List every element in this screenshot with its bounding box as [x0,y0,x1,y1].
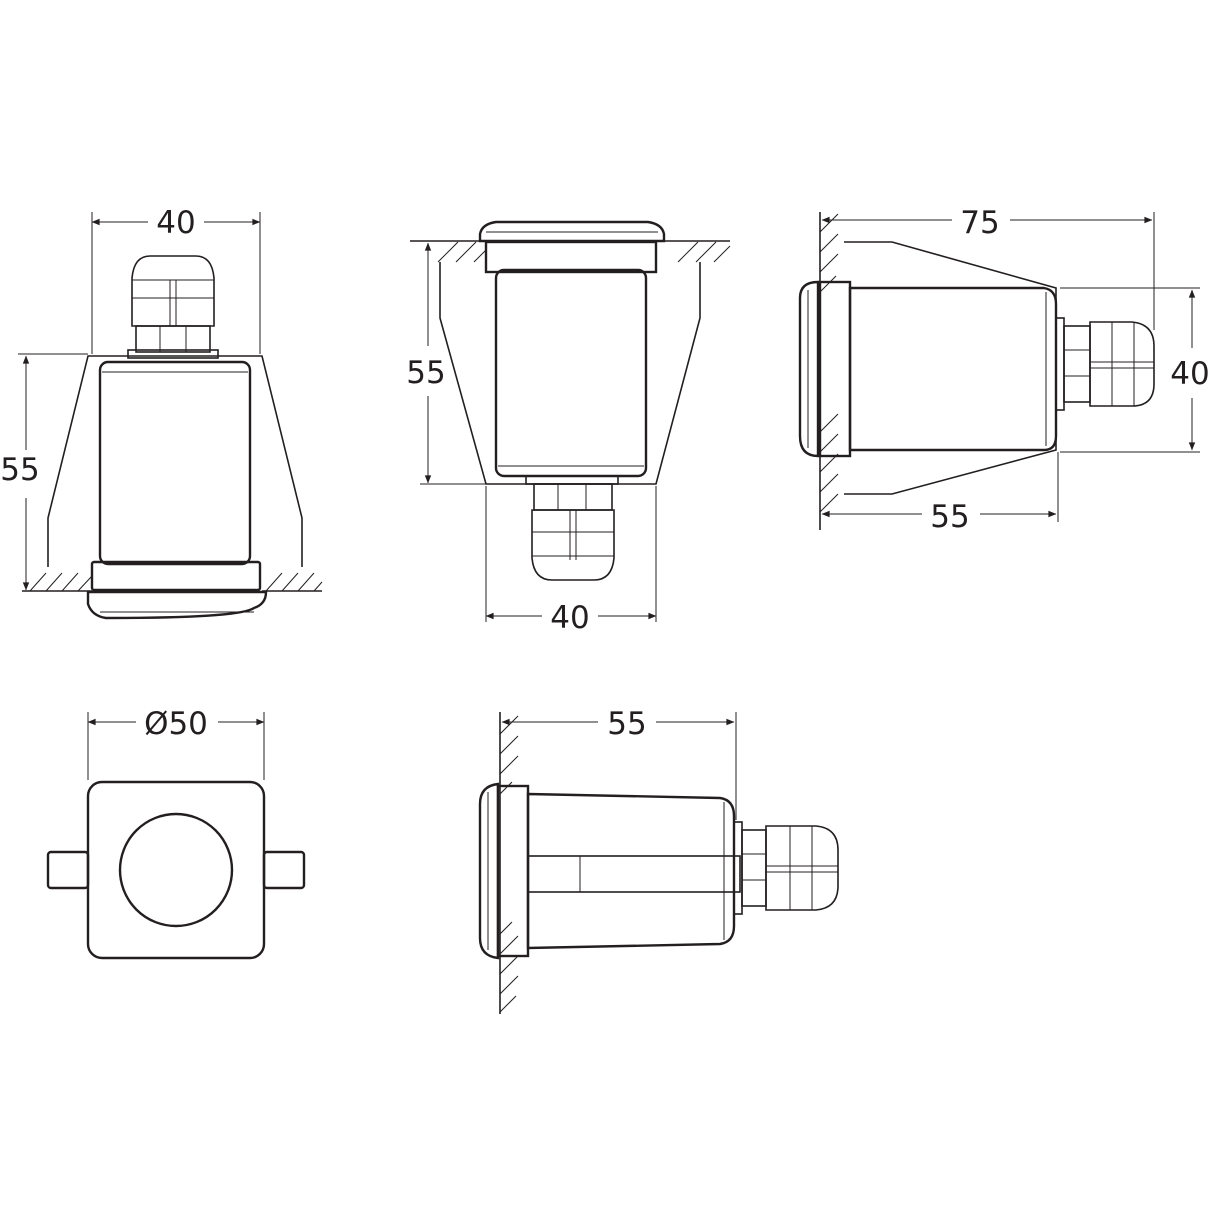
view-front-gland-up: 40 55 [0,205,323,620]
wall-hatch [499,712,519,1014]
depth-label: 55 [930,499,969,535]
bezel-square [86,780,266,960]
length-label: 75 [960,205,999,241]
cable-gland [733,821,839,915]
housing-collar [818,280,852,458]
housing-collar [90,560,262,592]
wall-hatch [819,212,839,530]
surface-hatch [410,240,731,263]
cable-gland [1055,317,1155,411]
diameter-label: Ø50 [144,706,208,742]
mounting-clip [844,241,1057,495]
view-front-gland-down: 55 40 [406,220,731,636]
bezel [478,220,666,243]
bezel [86,590,268,620]
lens [118,812,234,928]
clip-arm-right [262,850,306,890]
housing-body [494,268,648,478]
housing-body [526,792,736,950]
height-label: 55 [406,355,445,391]
surface-hatch [22,572,323,592]
housing-body [98,360,252,566]
mounting-bracket [527,855,741,893]
width-label: 40 [156,205,195,241]
housing-body [848,286,1058,452]
mounting-clip [439,262,701,485]
cable-gland [127,255,219,359]
width-label: 40 [550,600,589,636]
length-label: 55 [607,706,646,742]
mounting-clip [47,355,303,567]
height-label: 55 [0,452,39,488]
view-side-bracket: 55 [478,706,839,1014]
view-top: Ø50 [46,706,306,960]
cable-gland [525,475,619,581]
clip-arm-left [46,850,90,890]
height-label: 40 [1170,356,1209,392]
bezel [798,280,820,458]
bezel [478,782,500,960]
housing-collar [496,784,530,958]
view-side-with-clip: 75 40 55 [798,205,1210,535]
housing-collar [484,240,658,274]
